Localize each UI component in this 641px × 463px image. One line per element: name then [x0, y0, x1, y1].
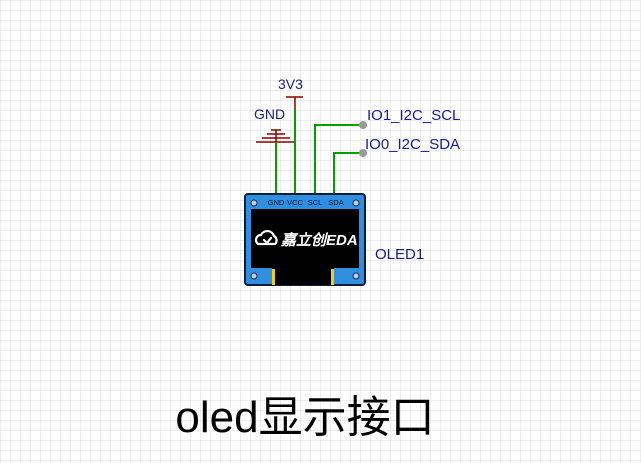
mount-hole-bl [250, 272, 258, 280]
ribbon-pad-right [331, 269, 334, 285]
vcc-symbol[interactable] [286, 96, 303, 110]
mount-hole-tr [352, 199, 360, 207]
scl-wire[interactable] [314, 124, 363, 194]
sda-net-label[interactable]: IO0_I2C_SDA [365, 136, 460, 153]
wires [275, 110, 363, 194]
screen-logo-text: 嘉立创EDA [280, 231, 358, 249]
vcc-label: 3V3 [278, 76, 303, 92]
oled-ribbon [272, 268, 334, 285]
mount-hole-br [352, 272, 360, 280]
mount-hole-tl [250, 199, 258, 207]
pin-label-vcc: VCC [287, 198, 303, 207]
scl-net-port[interactable] [359, 121, 367, 129]
pin-label-gnd: GND [268, 198, 285, 207]
pin-label-sda: SDA [328, 198, 343, 207]
sda-wire[interactable] [333, 152, 363, 194]
oled-screen [251, 209, 359, 268]
gnd-label: GND [254, 106, 285, 122]
diagram-caption: oled显示接口 [175, 393, 434, 442]
sda-net-port[interactable] [359, 149, 367, 157]
scl-net-label[interactable]: IO1_I2C_SCL [367, 107, 460, 124]
cloud-logo-icon [254, 229, 278, 246]
oled-module[interactable]: GND VCC SCL SDA 嘉立创EDA [244, 193, 366, 286]
ribbon-pad-left [272, 269, 275, 285]
pin-label-scl: SCL [308, 198, 323, 207]
component-designator[interactable]: OLED1 [375, 246, 424, 263]
